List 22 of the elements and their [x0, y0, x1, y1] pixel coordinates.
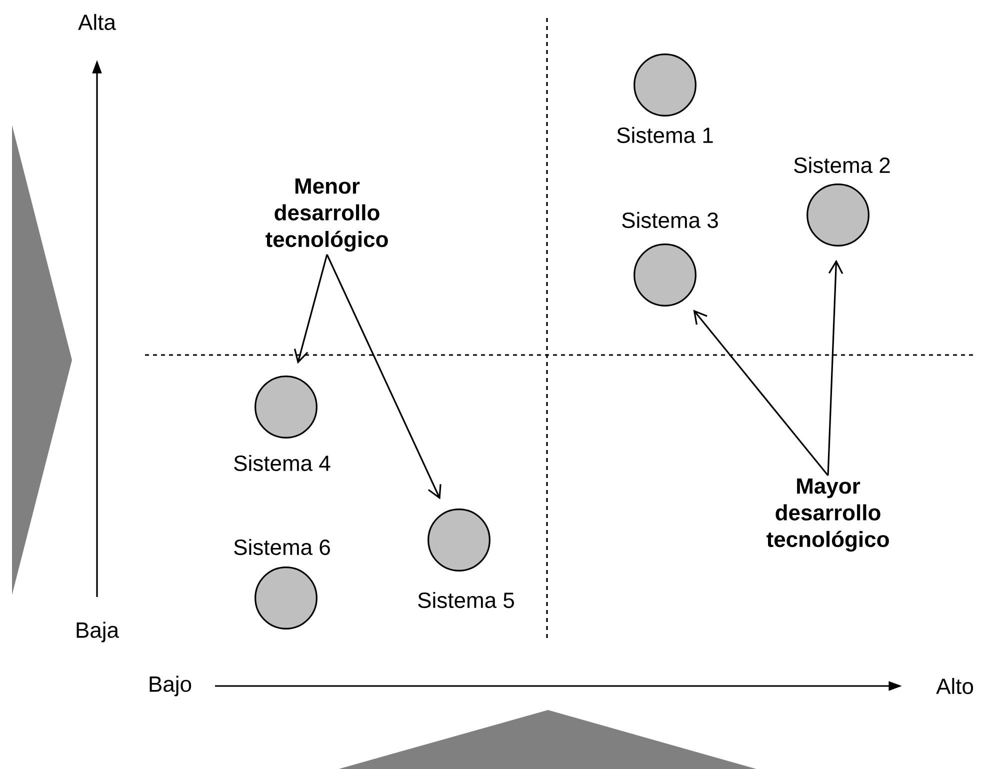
leader-arrow [326, 254, 442, 500]
system-label: Sistema 6 [232, 538, 332, 556]
system-label: Sistema 1 [614, 126, 716, 144]
axis-label: Alta [78, 14, 116, 30]
circle [634, 54, 696, 116]
axis-label: Bajo [150, 676, 192, 696]
circle [254, 566, 318, 630]
circle [634, 244, 696, 306]
circle [254, 376, 318, 438]
leader-arrow [693, 310, 829, 476]
circle [806, 184, 870, 246]
system-label: Sistema 3 [620, 210, 720, 230]
leader-arrow [827, 260, 844, 476]
system-label: Sistema 2 [792, 156, 892, 174]
system-label: Sistema 5 [416, 590, 516, 610]
bold-text: Mayor desarrollo tecnológico [766, 478, 889, 552]
circle [428, 508, 490, 572]
bold-text: Menor desarrollo tecnológico [266, 178, 388, 252]
leader-arrow [294, 254, 328, 364]
axis-label: Baja [76, 622, 120, 642]
axis-label: Alto [936, 678, 974, 694]
system-label: Sistema 4 [232, 454, 332, 472]
